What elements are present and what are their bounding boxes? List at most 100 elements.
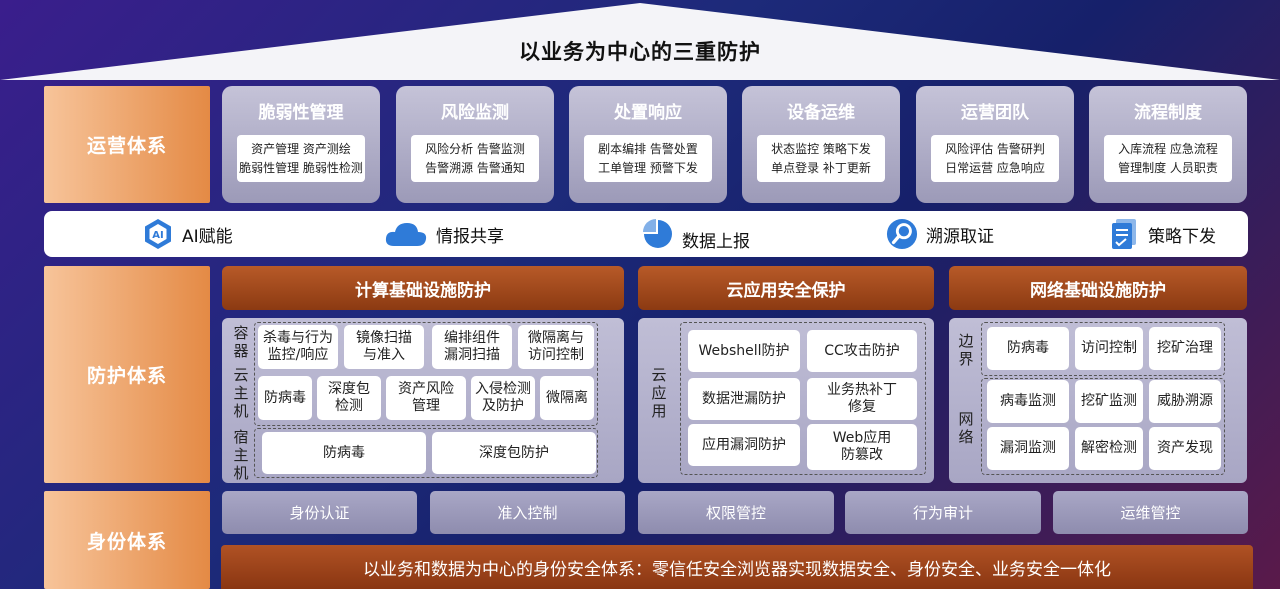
border-group [981, 322, 1225, 376]
ops-card-process: 流程制度 入库流程 应急流程 管理制度 人员职责 [1089, 86, 1247, 203]
label-host: 宿主机 [233, 428, 249, 482]
identity-audit: 行为审计 [845, 491, 1041, 534]
ops-card-items: 状态监控 策略下发 单点登录 补丁更新 [757, 135, 885, 182]
ops-card-response: 处置响应 剧本编排 告警处置 工单管理 预警下发 [569, 86, 727, 203]
cell-hot-patch: 业务热补丁 修复 [807, 378, 917, 420]
ops-item-line: 单点登录 补丁更新 [771, 160, 871, 175]
cell-antivirus: 防病毒 [258, 376, 312, 420]
cell-app-vuln: 应用漏洞防护 [688, 424, 800, 466]
roof-shape [0, 3, 1280, 80]
pie-chart-icon [642, 218, 674, 250]
ops-card-devices: 设备运维 状态监控 策略下发 单点登录 补丁更新 [742, 86, 900, 203]
capability-label: 情报共享 [436, 226, 504, 247]
capability-report: 数据上报 [642, 211, 750, 257]
ops-item-line: 剧本编排 告警处置 [598, 141, 698, 156]
document-icon [1108, 218, 1140, 250]
cell-host-antivirus: 防病毒 [262, 432, 426, 474]
capability-intel: 情报共享 [384, 211, 504, 257]
cell-access-control: 访问控制 [1075, 327, 1143, 370]
ai-icon: AI [142, 218, 174, 250]
cloud-host-group [254, 322, 598, 426]
system-label-identity: 身份体系 [44, 491, 210, 589]
identity-access: 准入控制 [430, 491, 625, 534]
identity-ops-control: 运维管控 [1053, 491, 1248, 534]
magnifier-icon [886, 218, 918, 250]
cloud-app-group [680, 322, 926, 475]
cell-vuln-monitor: 漏洞监测 [987, 427, 1069, 470]
header-network: 网络基础设施防护 [949, 266, 1247, 310]
cell-cc-attack: CC攻击防护 [807, 330, 917, 372]
ops-card-items: 风险分析 告警监测 告警溯源 告警通知 [411, 135, 539, 182]
system-label-ops: 运营体系 [44, 86, 210, 203]
system-label-protect: 防护体系 [44, 266, 210, 483]
ops-item-line: 告警溯源 告警通知 [425, 160, 525, 175]
header-compute: 计算基础设施防护 [222, 266, 624, 310]
identity-permission: 权限管控 [638, 491, 834, 534]
cell-webshell: Webshell防护 [688, 330, 800, 372]
cell-intrusion: 入侵检测 及防护 [471, 376, 535, 420]
label-border: 边界 [958, 332, 974, 368]
ops-card-title: 流程制度 [1134, 103, 1202, 123]
cell-orchestration-scan: 编排组件 漏洞扫描 [432, 325, 512, 369]
label-container: 容器 [233, 324, 249, 360]
capability-trace: 溯源取证 [886, 211, 994, 257]
capability-bar: AI AI赋能 情报共享 数据上报 溯源取证 策略下发 [44, 211, 1248, 257]
ops-card-team: 运营团队 风险评估 告警研判 日常运营 应急响应 [916, 86, 1074, 203]
ops-card-items: 剧本编排 告警处置 工单管理 预警下发 [584, 135, 712, 182]
panel-cloud-app: 云应用 Webshell防护 CC攻击防护 数据泄漏防护 业务热补丁 修复 应用… [638, 318, 934, 483]
capability-label: 溯源取证 [926, 226, 994, 247]
header-cloud-app: 云应用安全保护 [638, 266, 934, 310]
label-cloud-app: 云应用 [651, 366, 667, 420]
ops-card-title: 处置响应 [614, 103, 682, 123]
cell-antivirus-behavior: 杀毒与行为 监控/响应 [258, 325, 338, 369]
ops-item-line: 工单管理 预警下发 [598, 160, 698, 175]
cell-asset-discovery: 资产发现 [1149, 427, 1221, 470]
host-group [254, 428, 598, 478]
cell-image-scan: 镜像扫描 与准入 [344, 325, 424, 369]
identity-auth: 身份认证 [222, 491, 417, 534]
ops-item-line: 风险评估 告警研判 [945, 141, 1045, 156]
ops-card-title: 设备运维 [787, 103, 855, 123]
ops-item-line: 资产管理 资产测绘 [251, 141, 351, 156]
ops-card-items: 资产管理 资产测绘 脆弱性管理 脆弱性检测 [237, 135, 365, 182]
ops-item-line: 状态监控 策略下发 [771, 141, 871, 156]
identity-summary-bar: 以业务和数据为中心的身份安全体系：零信任安全浏览器实现数据安全、身份安全、业务安… [221, 545, 1253, 589]
cell-micro-isolation: 微隔离 [540, 376, 594, 420]
page-title: 以业务为中心的三重防护 [519, 40, 761, 64]
cell-virus-monitor: 病毒监测 [987, 380, 1069, 423]
cell-mining-governance: 挖矿治理 [1149, 327, 1221, 370]
ops-item-line: 风险分析 告警监测 [425, 141, 525, 156]
cell-mining-monitor: 挖矿监测 [1075, 380, 1143, 423]
ops-card-risk: 风险监测 风险分析 告警监测 告警溯源 告警通知 [396, 86, 554, 203]
cell-threat-trace: 威胁溯源 [1149, 380, 1221, 423]
ops-card-items: 风险评估 告警研判 日常运营 应急响应 [931, 135, 1059, 182]
cell-micro-isolation-access: 微隔离与 访问控制 [518, 325, 594, 369]
ops-item-line: 脆弱性管理 脆弱性检测 [239, 160, 363, 175]
cloud-icon [384, 218, 428, 250]
ops-card-title: 运营团队 [961, 103, 1029, 123]
ops-card-title: 脆弱性管理 [258, 103, 344, 123]
ops-item-line: 日常运营 应急响应 [945, 160, 1045, 175]
panel-network: 边界 网络 防病毒 访问控制 挖矿治理 病毒监测 挖矿监测 威胁溯源 漏洞监测 … [949, 318, 1247, 483]
capability-label: AI赋能 [182, 226, 233, 247]
svg-text:AI: AI [152, 230, 163, 241]
capability-label: 数据上报 [682, 231, 750, 252]
cell-net-antivirus: 防病毒 [987, 327, 1069, 370]
cell-data-leak: 数据泄漏防护 [688, 378, 800, 420]
label-cloud-host: 云主机 [233, 366, 249, 420]
network-group [981, 378, 1225, 475]
ops-card-items: 入库流程 应急流程 管理制度 人员职责 [1104, 135, 1232, 182]
cell-asset-risk: 资产风险 管理 [386, 376, 466, 420]
cell-deep-packet: 深度包 检测 [317, 376, 381, 420]
panel-compute: 容器 云主机 宿主机 杀毒与行为 监控/响应 镜像扫描 与准入 编排组件 漏洞扫… [222, 318, 624, 483]
ops-card-title: 风险监测 [441, 103, 509, 123]
ops-item-line: 管理制度 人员职责 [1118, 160, 1218, 175]
capability-ai: AI AI赋能 [142, 211, 233, 257]
capability-policy: 策略下发 [1108, 211, 1216, 257]
ops-item-line: 入库流程 应急流程 [1118, 141, 1218, 156]
cell-web-tamper: Web应用 防篡改 [807, 424, 917, 470]
cell-decrypt-detect: 解密检测 [1075, 427, 1143, 470]
capability-label: 策略下发 [1148, 226, 1216, 247]
label-network: 网络 [958, 410, 974, 446]
ops-card-vulnerability: 脆弱性管理 资产管理 资产测绘 脆弱性管理 脆弱性检测 [222, 86, 380, 203]
